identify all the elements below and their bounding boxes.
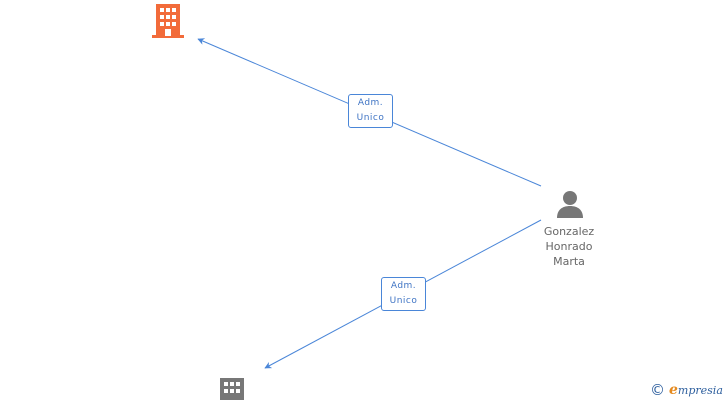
- brand-name: mpresia: [677, 383, 723, 397]
- edge-label-line: Adm.: [357, 98, 384, 108]
- edge-label-bottom[interactable]: Adm. Unico: [381, 277, 426, 311]
- edge-label-line: Adm.: [390, 281, 417, 291]
- copyright-symbol: ©: [650, 381, 665, 399]
- person-name[interactable]: Gonzalez Honrado Marta: [524, 224, 614, 269]
- edge-label-line: Unico: [356, 113, 385, 123]
- building-icon[interactable]: [220, 378, 244, 400]
- person-name-line: Honrado: [545, 240, 593, 253]
- person-icon[interactable]: [555, 190, 585, 220]
- person-name-line: Gonzalez: [543, 225, 595, 238]
- edge-label-top[interactable]: Adm. Unico: [348, 94, 393, 128]
- person-name-line: Marta: [553, 255, 585, 268]
- building-icon[interactable]: [152, 4, 184, 38]
- brand-logo: © e mpresia: [650, 381, 723, 399]
- edge-label-line: Unico: [389, 296, 418, 306]
- brand-e-letter: e: [669, 382, 678, 398]
